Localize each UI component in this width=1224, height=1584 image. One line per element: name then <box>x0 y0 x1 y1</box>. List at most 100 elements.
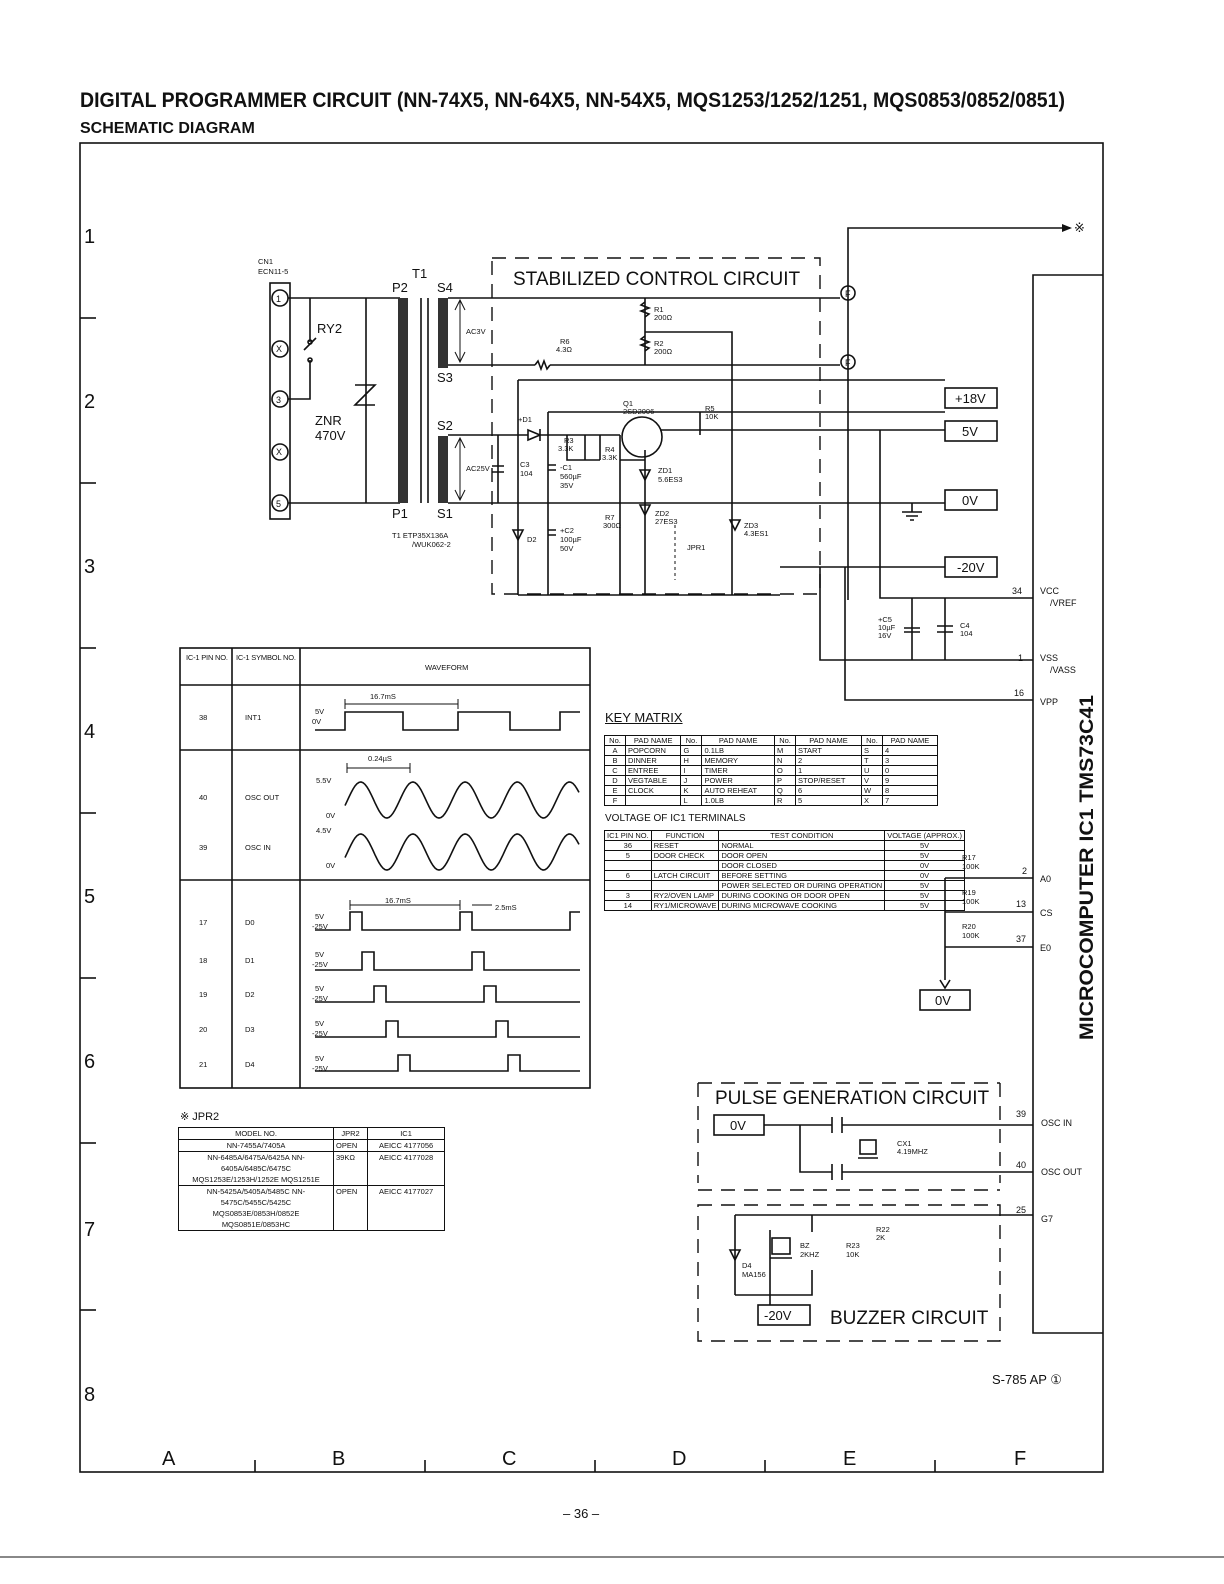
table-cell: I <box>680 765 703 776</box>
wf-high-level: 4.5V <box>316 826 331 835</box>
c2-label: +C2 <box>560 526 574 535</box>
wf-pin: 38 <box>199 713 207 722</box>
column-header: No. <box>860 735 883 746</box>
page-title: DIGITAL PROGRAMMER CIRCUIT (NN-74X5, NN-… <box>80 89 1065 112</box>
r1-label: R1 <box>654 305 664 314</box>
table-cell: H <box>680 755 703 766</box>
r7-label: R7 <box>605 513 615 522</box>
r17-label: R17 <box>962 853 976 862</box>
svg-text:560µF: 560µF <box>560 472 582 481</box>
svg-text:ECN11-5: ECN11-5 <box>258 267 288 276</box>
r5-label: R5 <box>705 404 715 413</box>
table-cell: 4 <box>881 745 939 756</box>
wf-header-waveform: WAVEFORM <box>425 663 468 672</box>
table-cell: K <box>680 785 703 796</box>
stabilized-control-box <box>491 257 821 595</box>
svg-text:16V: 16V <box>878 631 891 640</box>
pulse-box <box>697 1083 1001 1191</box>
rail-5v <box>944 420 998 442</box>
table-cell: 1.0LB <box>701 795 776 806</box>
table-cell: NORMAL <box>718 840 886 851</box>
table-cell: DOOR OPEN <box>718 850 886 861</box>
table-cell <box>650 880 720 891</box>
table-cell: NN-6485A/6475A/6425A NN-6405A/6485C/6475… <box>178 1151 334 1186</box>
primary-wiring <box>288 297 400 504</box>
svg-text:VSS: VSS <box>1040 653 1058 663</box>
svg-text:1: 1 <box>276 294 281 304</box>
connector-cn1: CN1 ECN11-5 1 X 3 X 5 <box>258 257 291 520</box>
table-cell: OPEN <box>332 1185 369 1231</box>
wf-symbol: D2 <box>245 990 255 999</box>
column-header: VOLTAGE (APPROX.) <box>884 830 965 841</box>
wf-symbol: OSC OUT <box>245 793 280 802</box>
wf-high-level: 5V <box>315 1054 324 1063</box>
table-cell: D <box>604 775 626 786</box>
svg-text:4.3ES1: 4.3ES1 <box>744 529 769 538</box>
svg-text:4.3Ω: 4.3Ω <box>556 345 572 354</box>
table-cell: VEGTABLE <box>624 775 682 786</box>
table-cell: CLOCK <box>624 785 682 796</box>
svg-text:OSC IN: OSC IN <box>1041 1118 1072 1128</box>
svg-text:0.24µS: 0.24µS <box>368 754 392 763</box>
wf-pin: 19 <box>199 990 207 999</box>
table-cell: RY2/OVEN LAMP <box>650 890 720 901</box>
table-cell: POPCORN <box>624 745 682 756</box>
buzzer-box <box>697 1204 1001 1342</box>
svg-text:5V: 5V <box>962 424 978 439</box>
table-cell: NN-7455A/7405A <box>178 1139 334 1152</box>
table-cell: AEICC 4177027 <box>367 1185 445 1231</box>
svg-text:2K: 2K <box>876 1233 885 1242</box>
s4-label: S4 <box>437 280 453 295</box>
svg-text:-20V: -20V <box>957 560 985 575</box>
table-cell: W <box>860 785 883 796</box>
pulse-wiring <box>764 1117 1033 1180</box>
row-label-4: 4 <box>84 721 95 743</box>
table-cell: X <box>860 795 883 806</box>
table-cell: DINNER <box>624 755 682 766</box>
svg-text:0V: 0V <box>962 493 978 508</box>
table-cell: S <box>860 745 883 756</box>
d4-label: D4 <box>742 1261 752 1270</box>
reference-mark: ※ <box>1074 220 1085 235</box>
column-header: JPR2 <box>332 1127 369 1140</box>
table-row: NN-5425A/5405A/5485C NN-5475C/5455C/5425… <box>178 1185 445 1231</box>
wf-low-level: -25V <box>312 960 328 969</box>
svg-text:35V: 35V <box>560 481 573 490</box>
r6-label: R6 <box>560 337 570 346</box>
table-cell: 8 <box>881 785 939 796</box>
table-cell <box>604 860 652 871</box>
table-cell: 7 <box>881 795 939 806</box>
table-cell: U <box>860 765 883 776</box>
wf-pin: 21 <box>199 1060 207 1069</box>
table-cell: 36 <box>604 840 652 851</box>
s3-label: S3 <box>437 370 453 385</box>
table-cell: DOOR CLOSED <box>718 860 886 871</box>
r3-label: R3 <box>564 436 574 445</box>
table-cell: RY1/MICROWAVE <box>650 900 720 911</box>
pin-25: 25 <box>1016 1205 1026 1215</box>
column-header: PAD NAME <box>624 735 682 746</box>
wf-pin: 40 <box>199 793 207 802</box>
wf-low-level: -25V <box>312 1064 328 1073</box>
svg-text:10K: 10K <box>846 1250 859 1259</box>
page-subtitle: SCHEMATIC DIAGRAM <box>80 120 255 137</box>
table-cell: 9 <box>881 775 939 786</box>
pin-13: 13 <box>1016 899 1026 909</box>
table-cell: 6 <box>795 785 862 796</box>
table-cell: 0 <box>881 765 939 776</box>
table-cell: 3 <box>881 755 939 766</box>
wf-pin: 39 <box>199 843 207 852</box>
p2-label: P2 <box>392 280 408 295</box>
table-cell <box>624 795 682 806</box>
wf-low-level: 0V <box>312 717 321 726</box>
pin-1: 1 <box>1018 653 1023 663</box>
buzzer-neg20v-box <box>757 1304 811 1326</box>
table-cell: LATCH CIRCUIT <box>650 870 720 881</box>
